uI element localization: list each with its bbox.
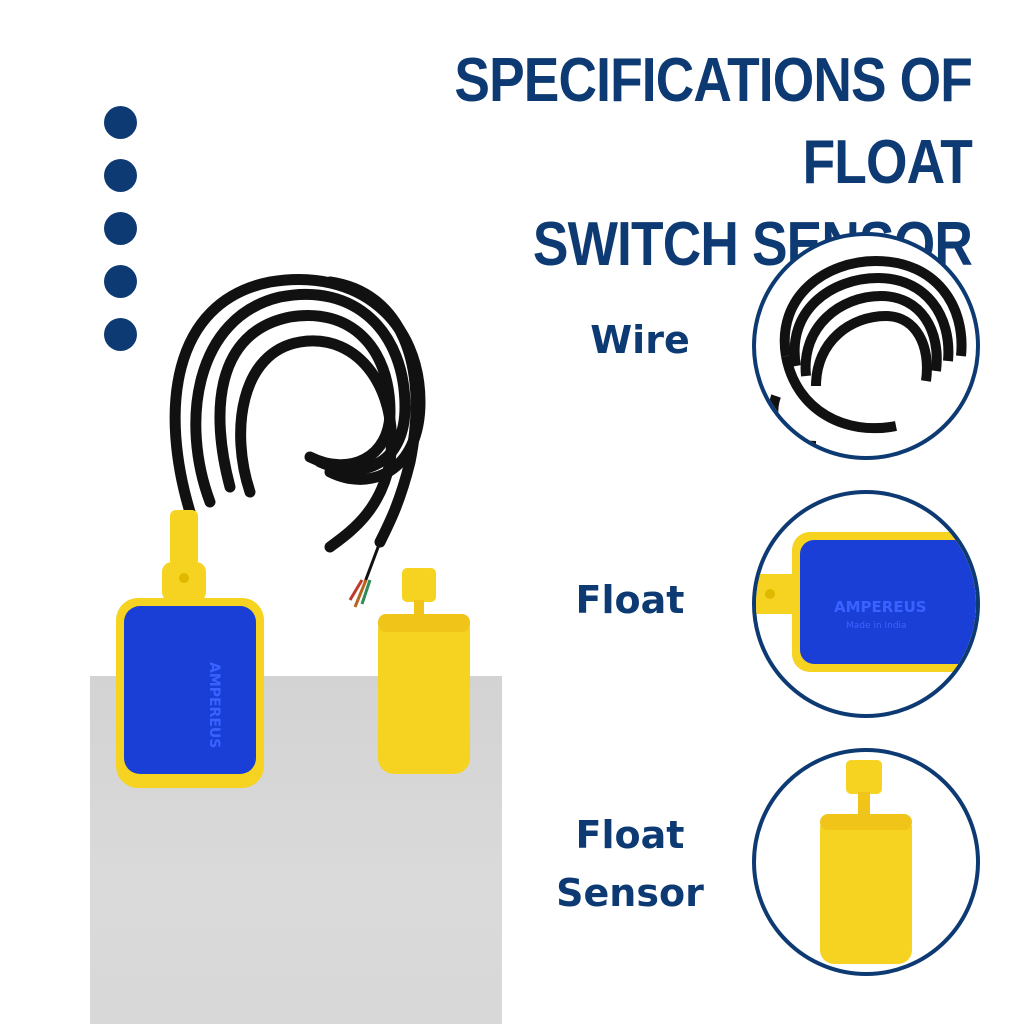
spec-label-wire: Wire bbox=[590, 318, 690, 362]
spec-label-float: Float bbox=[575, 578, 685, 622]
float-closeup-image: AMPEREUS Made in India bbox=[756, 532, 976, 672]
sensor-label-line-2: Sensor bbox=[556, 871, 704, 915]
dot-3 bbox=[104, 212, 137, 245]
title-line-1: SPECIFICATIONS OF FLOAT bbox=[454, 46, 972, 197]
sensor-label-line-1: Float bbox=[575, 813, 685, 857]
dot-5 bbox=[104, 318, 137, 351]
dot-4 bbox=[104, 265, 137, 298]
decorative-dots bbox=[104, 106, 137, 371]
dot-1 bbox=[104, 106, 137, 139]
float-sensor-closeup-image bbox=[820, 760, 912, 964]
dot-2 bbox=[104, 159, 137, 192]
wire-coil-image bbox=[768, 255, 967, 451]
float-logo-text: AMPEREUS bbox=[206, 662, 222, 748]
float-blue-face bbox=[124, 606, 256, 774]
cable-gland bbox=[170, 510, 198, 570]
sensor-cylinder bbox=[378, 614, 470, 774]
wire-detail-circle bbox=[752, 232, 980, 460]
float-switch-product-image: AMPEREUS bbox=[100, 262, 500, 802]
sensor-cap bbox=[402, 568, 436, 602]
wire-ends bbox=[348, 541, 382, 608]
spec-label-float-sensor: Float Sensor bbox=[540, 806, 720, 922]
closeup-logo-text: AMPEREUS bbox=[834, 598, 927, 616]
float-detail-circle: AMPEREUS Made in India bbox=[752, 490, 980, 718]
closeup-sub-text: Made in India bbox=[846, 621, 907, 631]
float-sensor-detail-circle bbox=[752, 748, 980, 976]
cable-coil bbox=[169, 274, 426, 578]
